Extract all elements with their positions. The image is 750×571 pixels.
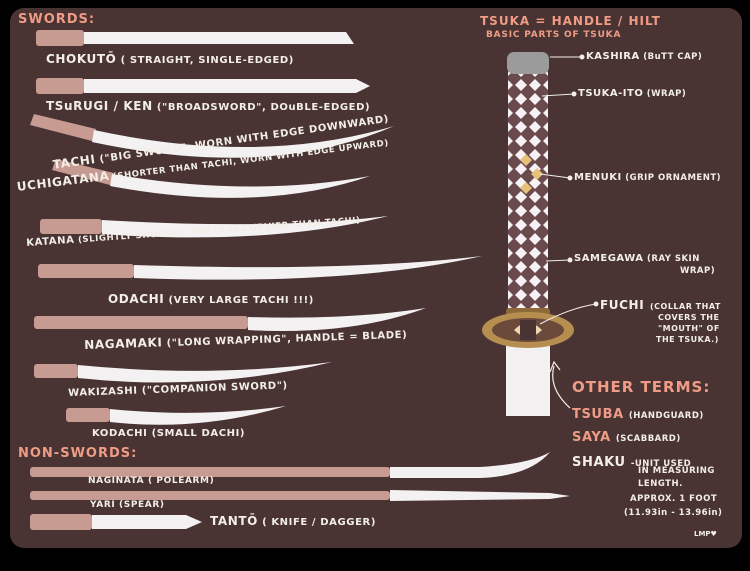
odachi-name: ODACHI [108,292,165,306]
chokuto-desc: ( STRAIGHT, SINGLE-EDGED) [120,55,294,66]
kashira-label: KASHIRA (BuTT CAP) [586,51,702,62]
yari-name: YARI [90,500,116,510]
naginata-illustration [30,452,550,478]
naginata-label: NAGINATA ( POLEARM) [88,476,214,486]
yari-label: YARI (SPEAR) [90,500,165,510]
naginata-desc: ( POLEARM) [147,476,215,486]
kashira-part [507,52,549,74]
kodachi-label: KODACHI (SMALL DACHI) [92,428,245,439]
tsuka-ito-label: TSUKA-ITO (WRAP) [578,88,686,99]
shaku-line2: IN MEASURING [638,466,715,476]
fuchi-desc-3: "MOUTH" OF [658,324,720,333]
samegawa-desc-1: (RAY SKIN [647,254,700,264]
tsuka-subheading: BASIC PARTS OF TSUKA [486,30,622,40]
samegawa-desc-2: WRAP) [680,266,716,276]
shaku-line3: LENGTH. [638,479,683,489]
tsuka-ito-desc: (WRAP) [646,89,687,99]
saya-name: SAYA [572,430,611,445]
shaku-name: SHAKU [572,455,626,470]
naginata-name: NAGINATA [88,476,145,486]
menuki-label: MENUKI (GRIP ORNAMENT) [574,172,721,183]
tsuba-desc: (HANDGUARD) [628,411,704,421]
shaku-line1: -UNIT USED [630,459,692,469]
tsuka-diagram [482,52,599,416]
fuchi-desc-2: COVERS THE [658,313,720,322]
tsurugi-label: TSuRUGI / KEN ("BROADSWORD", DOuBLE-EDGE… [46,99,370,113]
kodachi-desc: (SMALL DACHI) [151,428,246,439]
shaku-line4: APPROX. 1 FOOT [630,494,718,504]
odachi-desc: (VERY LARGE TACHI !!!) [168,295,314,306]
swords-heading: SWORDS: [18,12,96,27]
shaku-line5: (11.93in - 13.96in) [624,508,723,518]
artist-signature: LMP♥ [694,530,717,538]
chokuto-name: CHOKUTŌ [46,52,117,66]
saya-term: SAYA (SCABBARD) [572,426,681,445]
fuchi-name: FUCHI [600,298,645,312]
samegawa-name: SAMEGAWA [574,253,644,264]
samegawa-label: SAMEGAWA (RAY SKIN [574,253,700,264]
shaku-term: SHAKU -UNIT USED [572,451,691,470]
tsurugi-desc: ("BROADSWORD", DOuBLE-EDGED) [156,102,371,113]
tachi-illustration [30,114,394,158]
tsuka-heading: TSUKA = HANDLE / HILT [480,14,661,28]
non-swords-heading: NON-SWORDS: [18,446,138,461]
uchigatana-illustration [52,159,370,198]
tsurugi-name: TSuRUGI / KEN [46,99,153,113]
nagamaki-name: NAGAMAKI [84,335,163,352]
bottom-black-bar [0,550,750,571]
fuchi-desc-4: THE TSUKA.) [656,335,719,344]
tanto-label: TANTŌ ( KNIFE / DAGGER) [210,514,376,528]
kodachi-name: KODACHI [92,428,148,439]
tsuba-term: TSUBA (HANDGUARD) [572,403,704,422]
katana-illustration [40,216,388,238]
yari-illustration [30,490,570,501]
infographic-poster: SWORDS: CHOKUTŌ ( STRAIGHT, SINGLE-EDGED… [10,8,742,548]
weapon-illustrations [30,30,599,530]
menuki-part [520,154,543,194]
chokuto-illustration [36,30,354,46]
saya-desc: (SCABBARD) [615,434,681,444]
tanto-illustration [30,514,202,530]
kodachi-illustration [66,406,286,425]
other-terms-heading: OTHER TERMS: [572,378,711,396]
tsurugi-illustration [36,78,370,94]
chokuto-label: CHOKUTŌ ( STRAIGHT, SINGLE-EDGED) [46,52,294,66]
kashira-desc: (BuTT CAP) [643,52,703,62]
odachi-label: ODACHI (VERY LARGE TACHI !!!) [108,292,314,306]
kashira-name: KASHIRA [586,51,640,62]
nagamaki-illustration [34,308,426,332]
wakizashi-illustration [34,362,332,383]
menuki-desc: (GRIP ORNAMENT) [625,173,722,183]
menuki-name: MENUKI [574,172,622,183]
tsuba-name: TSUBA [572,407,624,422]
tsuka-ito-name: TSUKA-ITO [578,88,644,99]
tsuba-arrow [552,365,571,409]
yari-desc: (SPEAR) [119,500,165,510]
fuchi-desc-1: (COLLAR THAT [650,302,721,311]
tanto-name: TANTŌ [210,514,258,528]
odachi-illustration [38,256,482,280]
tanto-desc: ( KNIFE / DAGGER) [262,517,377,528]
